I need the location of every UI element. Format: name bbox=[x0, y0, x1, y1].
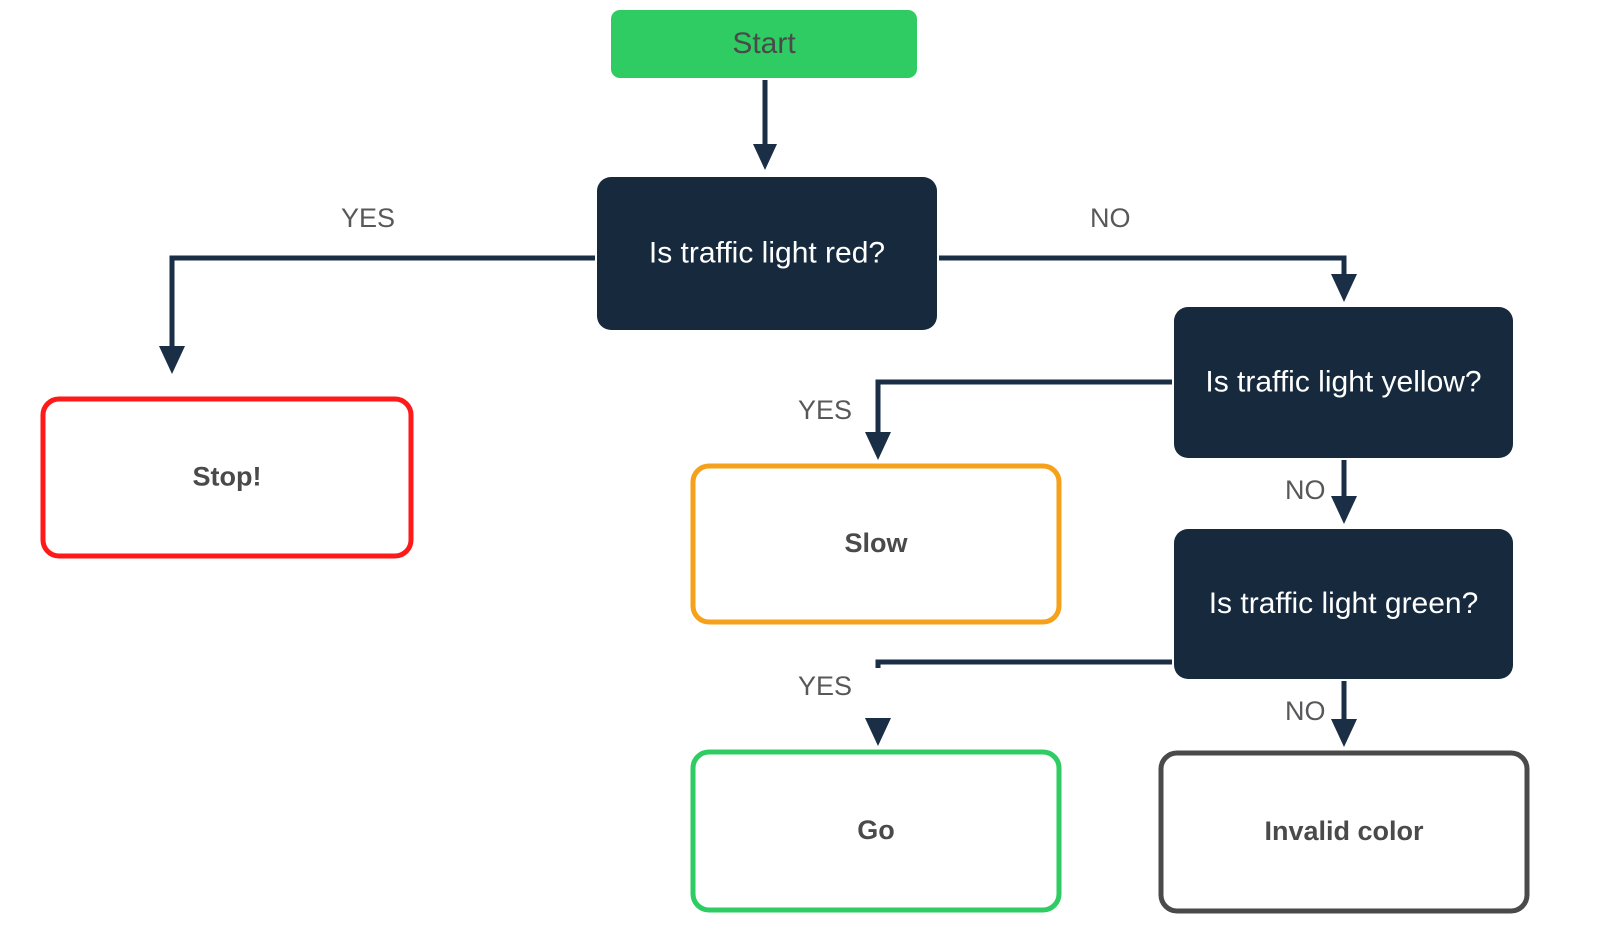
edge-label-yes-red: YES bbox=[341, 203, 395, 233]
node-decision-red-shape[interactable] bbox=[597, 177, 937, 330]
node-invalid-label: Invalid color bbox=[1264, 816, 1424, 846]
node-decision-is-traffic-light-yellow[interactable]: Is traffic light yellow? bbox=[1174, 307, 1513, 458]
node-decision-green-label: Is traffic light green? bbox=[1209, 587, 1479, 620]
node-go-shape[interactable] bbox=[690, 749, 1062, 913]
node-invalid-color[interactable]: Invalid color bbox=[1158, 750, 1530, 914]
node-decision-yellow-shape[interactable] bbox=[1174, 307, 1513, 458]
node-start-shape[interactable] bbox=[611, 10, 917, 78]
node-stop[interactable]: Stop! bbox=[40, 396, 414, 559]
edge-decision-red-no-to-decision-yellow: NO bbox=[939, 203, 1357, 302]
node-stop-shape[interactable] bbox=[40, 396, 414, 559]
edge-line-decision-yellow-yes bbox=[875, 379, 1172, 438]
node-decision-is-traffic-light-green[interactable]: Is traffic light green? bbox=[1174, 529, 1513, 679]
node-start[interactable]: Start bbox=[611, 10, 917, 78]
node-slow[interactable]: Slow bbox=[690, 463, 1062, 625]
edge-label-no-yellow: NO bbox=[1285, 475, 1326, 505]
edge-line-decision-green-yes bbox=[875, 659, 1172, 668]
arrow-head-decision-yellow-no bbox=[1331, 496, 1357, 524]
node-slow-label: Slow bbox=[844, 528, 908, 558]
node-slow-shape[interactable] bbox=[690, 463, 1062, 625]
node-decision-is-traffic-light-red[interactable]: Is traffic light red? bbox=[597, 177, 937, 330]
node-go[interactable]: Go bbox=[690, 749, 1062, 913]
arrow-head-start-to-decision-red bbox=[753, 144, 777, 170]
node-decision-red-label: Is traffic light red? bbox=[649, 236, 885, 269]
edge-decision-yellow-yes-to-slow: YES bbox=[798, 379, 1172, 460]
edge-label-yes-yellow: YES bbox=[798, 395, 852, 425]
arrow-head-decision-green-no bbox=[1331, 719, 1357, 747]
edge-label-yes-green: YES bbox=[798, 671, 852, 701]
edge-label-no-green: NO bbox=[1285, 696, 1326, 726]
arrow-head-decision-green-yes bbox=[865, 718, 891, 746]
edge-decision-green-yes-to-go: YES bbox=[798, 659, 1172, 746]
arrow-head-decision-yellow-yes bbox=[865, 432, 891, 460]
node-start-label: Start bbox=[732, 27, 796, 60]
arrow-head-decision-red-yes bbox=[159, 346, 185, 374]
node-decision-green-shape[interactable] bbox=[1174, 529, 1513, 679]
node-stop-label: Stop! bbox=[193, 462, 262, 492]
node-invalid-shape[interactable] bbox=[1158, 750, 1530, 914]
edge-start-to-decision-red bbox=[753, 80, 777, 170]
arrow-head-decision-red-no bbox=[1331, 274, 1357, 302]
edge-line-decision-red-no bbox=[939, 255, 1347, 282]
node-go-label: Go bbox=[857, 815, 895, 845]
edge-decision-green-no-to-invalid: NO bbox=[1285, 681, 1357, 747]
edge-decision-red-yes-to-stop: YES bbox=[159, 203, 595, 374]
edge-line-decision-red-yes bbox=[169, 255, 595, 352]
edge-decision-yellow-no-to-decision-green: NO bbox=[1285, 460, 1357, 524]
node-decision-yellow-label: Is traffic light yellow? bbox=[1205, 365, 1481, 398]
edge-label-no-red: NO bbox=[1090, 203, 1131, 233]
